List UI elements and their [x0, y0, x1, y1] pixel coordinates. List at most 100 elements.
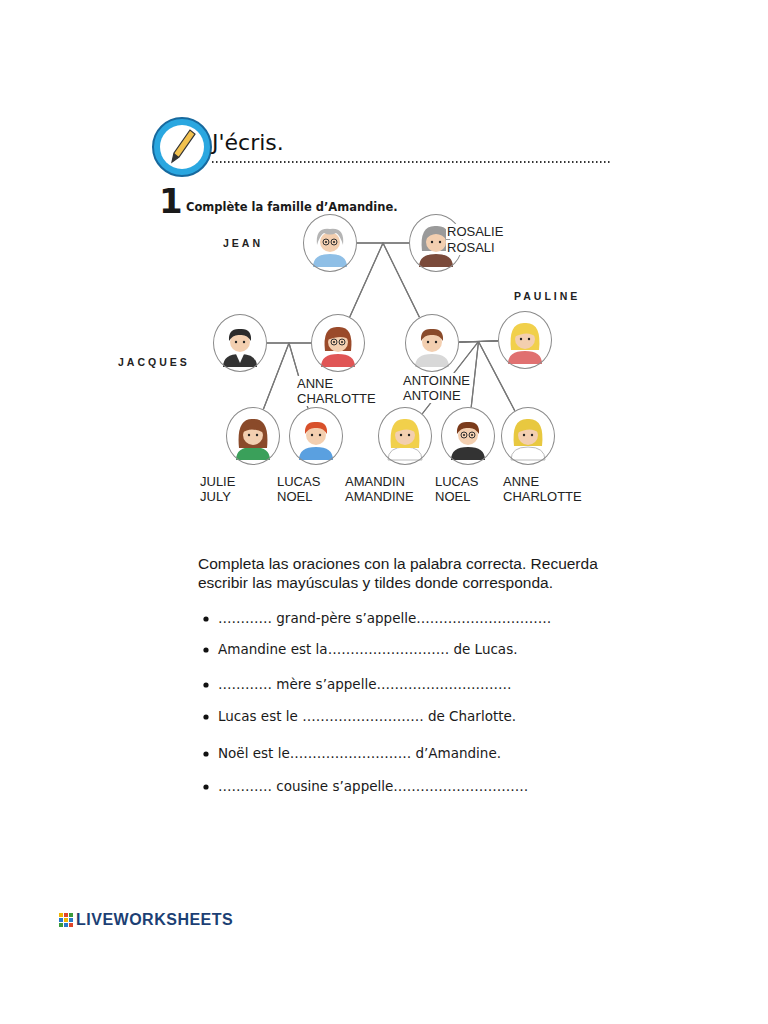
family-line [383, 243, 419, 317]
sister-face-part [517, 422, 539, 433]
uncle-face-part [421, 329, 443, 341]
brand-logo: LIVEWORKSHEETS [76, 911, 233, 929]
uncle-face-part [427, 341, 429, 343]
logo-icon-part [69, 923, 73, 927]
father-face-part [229, 329, 251, 341]
mother-face-part [339, 339, 345, 345]
amandine-face-part [391, 419, 420, 448]
grandmother-face-part [425, 229, 447, 240]
brother-face-part [471, 434, 473, 436]
logo-icon-part [69, 918, 73, 922]
person-name: PAULINE [513, 289, 581, 304]
cousin-face-part [248, 434, 250, 436]
person-name: ANNE [296, 376, 334, 391]
cousin-face-part [256, 434, 258, 436]
person-name: AMANDINE [344, 489, 415, 504]
aunt-face-part [520, 338, 522, 340]
pencil-icon-part [172, 130, 195, 162]
family-line [350, 243, 409, 317]
mother-face-part [327, 329, 349, 340]
mother-face-part [331, 339, 337, 345]
cousin-face [236, 419, 270, 460]
grandfather-face-part [323, 239, 337, 245]
father-face-part [223, 354, 257, 367]
person-circle: JEAN [303, 214, 357, 272]
pencil-icon-part [160, 125, 204, 169]
mother-face-part [321, 354, 355, 367]
portrait-frames-part [290, 408, 342, 464]
father-face-part [236, 354, 244, 363]
bullet-dots-part [203, 784, 208, 789]
brother-face-part [469, 432, 475, 438]
logo-icon-part [69, 913, 73, 917]
person-name: JULY [199, 489, 232, 504]
father-face-part [243, 341, 245, 343]
logo-icon-part [64, 918, 68, 922]
cousin-face-part [239, 419, 268, 448]
logo-icon-part [64, 913, 68, 917]
grandmother-face-part [419, 254, 453, 267]
person-circle: JACQUES [213, 314, 267, 372]
amandine-face-part [408, 434, 410, 436]
logo-icon [59, 913, 73, 927]
brother-face [451, 422, 485, 460]
sister-face-part [511, 447, 545, 460]
person-name: ANNE [502, 474, 540, 489]
person-name: CHARLOTTE [502, 489, 583, 504]
cousin-face-part [236, 447, 270, 460]
portrait-frames-part [499, 312, 551, 368]
cousin-face [299, 422, 333, 460]
amandine-face-part [394, 422, 416, 433]
person-name: LUCAS [434, 474, 479, 489]
person-name: ANTOINNE [402, 373, 471, 388]
person-name: ROSALI [446, 240, 496, 255]
person-name: ROSALIE [446, 224, 504, 239]
exercise-number: 1 [159, 183, 183, 219]
bullet-dots-part [203, 751, 208, 756]
amandine-face-part [388, 447, 422, 460]
logo-icon-part [59, 913, 63, 917]
grandfather-face-part [331, 239, 337, 245]
cousin-face-part [299, 447, 333, 460]
person-circle: ROSALIEROSALI [409, 214, 463, 272]
portrait-frames-part [502, 408, 554, 464]
pencil-icon [153, 118, 211, 176]
sentence: Noël est le……………………… d’Amandine. [218, 745, 501, 761]
person-circle: ANNECHARLOTTE [311, 314, 365, 372]
amandine-face-part [400, 434, 402, 436]
portrait-frames-part [214, 315, 266, 371]
cousin-face-part [319, 434, 321, 436]
portrait-frames-part [227, 408, 279, 464]
mother-face-part [331, 339, 345, 345]
amandine-face [388, 419, 422, 460]
cousin-face-part [305, 422, 327, 434]
pencil-icon-part [153, 118, 211, 176]
grandfather-face-part [320, 232, 340, 252]
sentence: Amandine est la……………………… de Lucas. [218, 641, 517, 657]
brother-face-part [451, 447, 485, 460]
grandfather-face-part [323, 239, 329, 245]
sister-face-part [531, 434, 533, 436]
brother-face-part [461, 432, 475, 438]
grandfather-face-part [317, 229, 343, 245]
portrait-frames-part [442, 408, 494, 464]
portrait-frames-part [379, 408, 431, 464]
brother-face-part [461, 432, 467, 438]
person-circle: JULIEJULY [226, 407, 280, 465]
sister-face-part [514, 419, 543, 446]
mother-face [321, 327, 355, 367]
person-name: AMANDIN [344, 474, 406, 489]
person-name: JEAN [222, 236, 264, 251]
bullet-dots [203, 616, 208, 789]
person-circle: LUCASNOEL [441, 407, 495, 465]
bullet-dots-part [203, 682, 208, 687]
person-name: JULIE [199, 474, 236, 489]
person-name: CHARLOTTE [296, 391, 377, 406]
sentence: ………… cousine s’appelle………………………… [218, 778, 528, 794]
uncle-face [415, 329, 449, 367]
father-face [223, 329, 257, 367]
cousin-face-part [242, 422, 264, 433]
grandfather-face [313, 229, 347, 267]
portrait-frames-part [304, 215, 356, 271]
uncle-face-part [435, 341, 437, 343]
